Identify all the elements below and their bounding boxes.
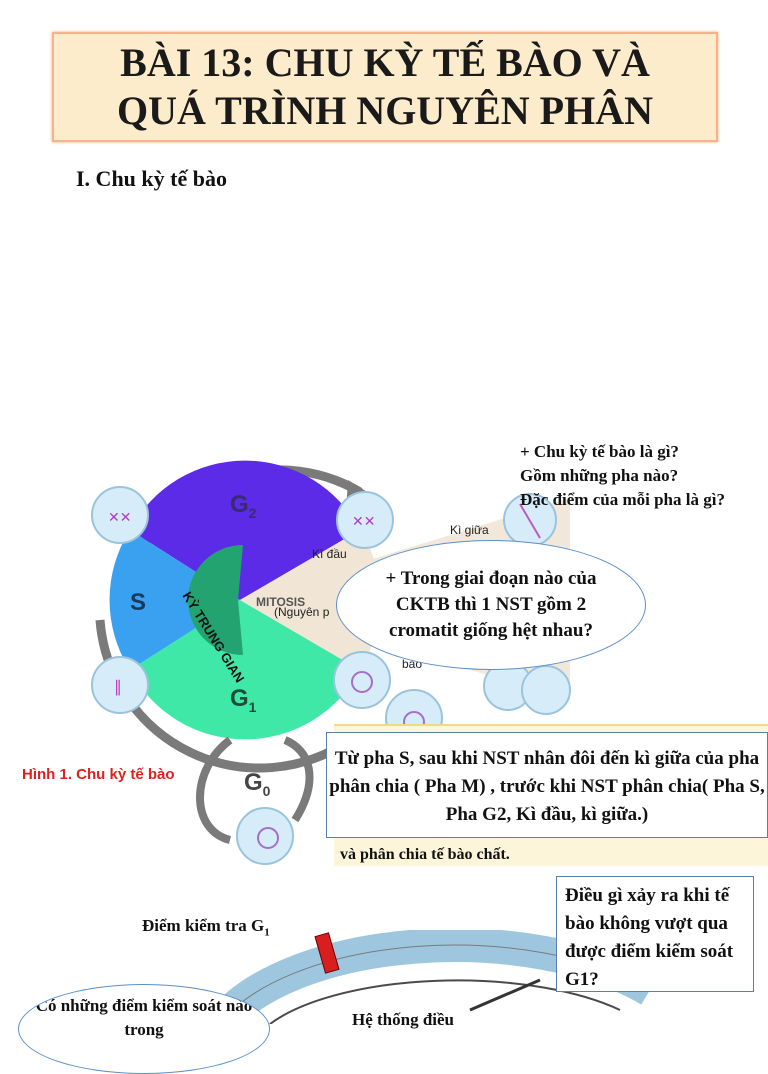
question-oval-text: + Trong giai đoạn nào của CKTB thì 1 NST… [385, 568, 597, 641]
figure-caption: Hình 1. Chu kỳ tế bào [22, 766, 175, 783]
question-oval: + Trong giai đoạn nào của CKTB thì 1 NST… [336, 540, 646, 670]
section-heading: I. Chu kỳ tế bào [76, 166, 227, 191]
phase-s-sector [109, 530, 240, 670]
cell-prophase [336, 491, 394, 549]
question-list: + Chu kỳ tế bào là gì? Gồm những pha nào… [520, 440, 725, 512]
label-g0: G0 [244, 769, 271, 799]
cell-g1 [333, 651, 391, 709]
checkpoint-inner-ring [269, 979, 621, 1024]
checkpoint-label: Điểm kiểm tra G1 [142, 916, 270, 939]
checkpoint-g1-marker [314, 932, 340, 974]
chromosome-icon: ✕✕ [108, 509, 131, 525]
cell-g1-s [91, 656, 149, 714]
cell-s-g2 [91, 486, 149, 544]
mitosis-notch [240, 530, 381, 670]
label-s: S [130, 589, 146, 616]
page-title-line-2: QUÁ TRÌNH NGUYÊN PHÂN [117, 88, 653, 133]
cell-g0 [236, 807, 294, 865]
label-metaphase: Kì giữa [450, 523, 489, 537]
checkpoint-list-question: Có những điểm kiểm soát nào trong [35, 996, 253, 1039]
g0-arrow-left [196, 736, 233, 844]
phase-g1-sector [130, 600, 360, 740]
question-item: Đặc điểm của mỗi pha là gì? [520, 490, 725, 509]
answer-box: Từ pha S, sau khi NST nhân đôi đến kì gi… [326, 732, 768, 838]
checkpoint-list-oval: Có những điểm kiểm soát nào trong [18, 984, 270, 1074]
phase-g2-sector [130, 460, 360, 600]
page-title-box: BÀI 13: CHU KỲ TẾ BÀO VÀ QUÁ TRÌNH NGUYÊ… [52, 32, 718, 142]
label-g1: G1 [230, 685, 257, 715]
nucleus-icon [351, 671, 373, 693]
interphase-center [187, 545, 243, 655]
label-g2: G2 [230, 491, 257, 521]
page-title-line-1: BÀI 13: CHU KỲ TẾ BÀO VÀ [120, 40, 650, 85]
system-label: Hệ thống điều [352, 1010, 455, 1029]
chromosome-icon: ✕✕ [352, 513, 375, 529]
label-prophase: Kì đầu [312, 547, 347, 561]
label-mitosis-sub: (Nguyên p [274, 605, 330, 619]
g0-arrow-right [283, 736, 314, 823]
spindle-icon [519, 503, 541, 539]
question-item: + Chu kỳ tế bào là gì? [520, 442, 679, 461]
nucleus-icon [257, 827, 279, 849]
question-item: Gồm những pha nào? [520, 466, 679, 485]
checkpoint-question-box: Điều gì xảy ra khi tế bào không vượt qua… [556, 876, 754, 992]
info-panel-text: và phân chia tế bào chất. [340, 846, 510, 863]
pointer-line [469, 978, 541, 1012]
label-mitosis: MITOSIS [256, 595, 305, 609]
cell-telophase-b [521, 665, 571, 715]
chromosome-icon: ∥ [114, 679, 122, 696]
